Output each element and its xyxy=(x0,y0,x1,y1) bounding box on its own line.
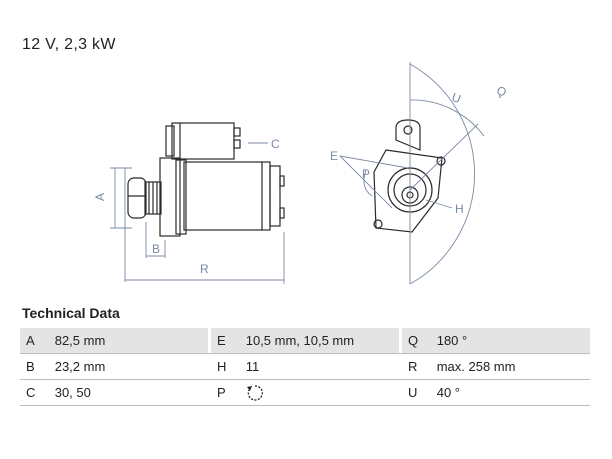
motor-body xyxy=(183,161,271,231)
technical-data-title: Technical Data xyxy=(22,305,120,321)
spec-key: A xyxy=(20,328,55,354)
spec-key: Q xyxy=(402,328,437,354)
table-row: C 30, 50 P U 40 ° xyxy=(20,379,590,406)
table-row: A 82,5 mm E 10,5 mm, 10,5 mm Q 180 ° xyxy=(20,328,590,354)
mounting-flange xyxy=(373,149,443,233)
spec-value: 30, 50 xyxy=(54,379,208,406)
spec-value: 23,2 mm xyxy=(54,353,208,380)
spec-key: E xyxy=(211,328,246,354)
drive-housing xyxy=(159,157,181,237)
mounting-lug-top xyxy=(395,119,421,151)
spec-value: 10,5 mm, 10,5 mm xyxy=(245,328,399,354)
front-dimensions xyxy=(339,62,485,285)
spec-key: U xyxy=(402,379,437,406)
solenoid-body xyxy=(171,122,235,160)
spec-key: H xyxy=(211,353,246,380)
spec-key: B xyxy=(20,353,55,380)
dimension-r-label: R xyxy=(200,262,209,276)
dimension-u-label: U xyxy=(450,90,463,106)
bolt-hole xyxy=(373,219,383,229)
side-dimensions xyxy=(110,142,285,284)
spec-value: max. 258 mm xyxy=(436,353,590,380)
spec-value xyxy=(245,379,399,406)
dimension-e-label: E xyxy=(330,149,338,163)
spec-value: 40 ° xyxy=(436,379,590,406)
dimension-a-label: A xyxy=(93,193,107,201)
front-view xyxy=(373,119,446,233)
dimension-p-label: P xyxy=(362,167,370,181)
spec-key: P xyxy=(211,379,246,406)
table-row: B 23,2 mm H 11 R max. 258 mm xyxy=(20,353,590,380)
spec-key: C xyxy=(20,379,55,406)
starter-motor-drawing: A B C R E P H U Q xyxy=(93,62,509,285)
dimension-h-label: H xyxy=(455,202,464,216)
spec-value: 180 ° xyxy=(436,328,590,354)
rotation-direction-icon xyxy=(246,384,263,401)
spec-value: 82,5 mm xyxy=(54,328,208,354)
spec-heading: 12 V, 2,3 kW xyxy=(22,36,116,53)
dimension-b-label: B xyxy=(152,242,160,256)
spec-key: R xyxy=(402,353,437,380)
dimension-c-label: C xyxy=(271,137,280,151)
technical-data-table: A 82,5 mm E 10,5 mm, 10,5 mm Q 180 ° B 2… xyxy=(20,328,590,406)
dimension-q-label: Q xyxy=(494,83,509,100)
bolt-hole xyxy=(436,156,446,166)
side-view xyxy=(127,122,285,237)
spec-value: 11 xyxy=(245,353,399,380)
